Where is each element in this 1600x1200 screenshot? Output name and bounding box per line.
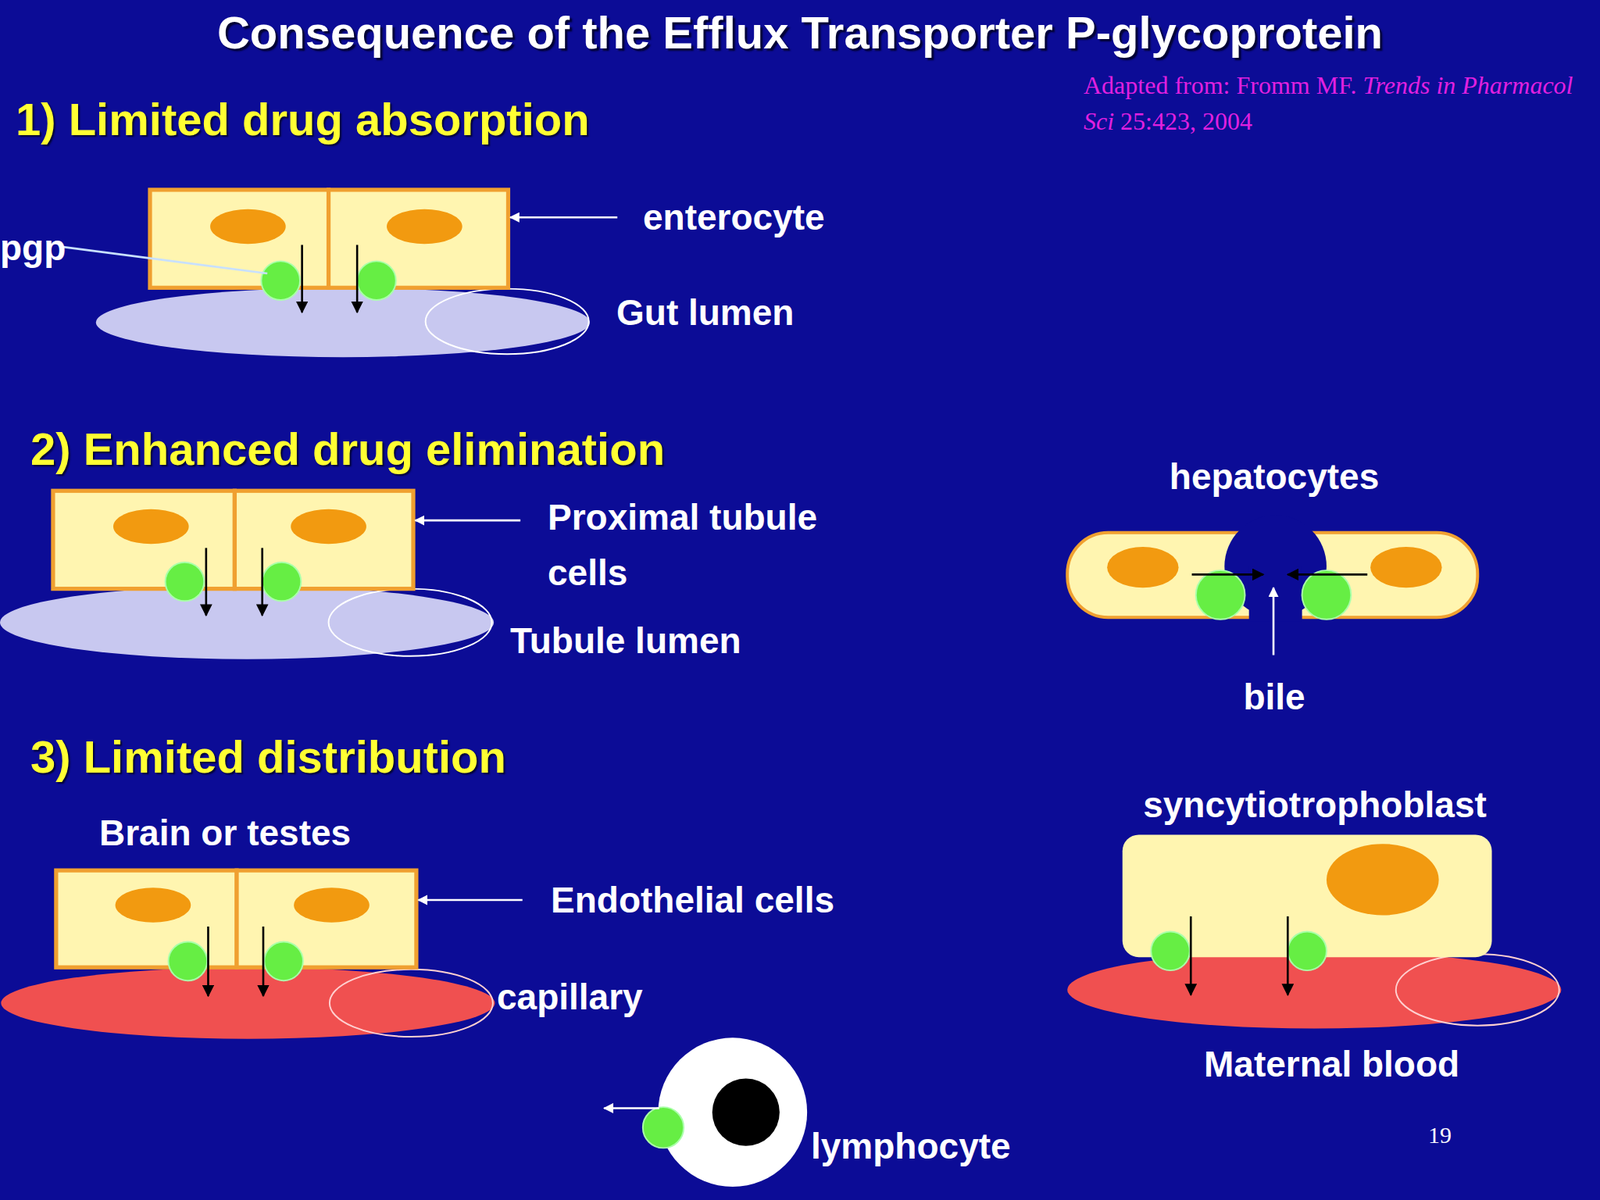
efflux-arrow: [207, 926, 210, 997]
capillary-highlight: [329, 969, 493, 1037]
nucleus: [712, 1078, 780, 1147]
pgp-transporter: [262, 562, 302, 602]
enterocyte-illustration: [63, 189, 618, 358]
pgp-transporter: [1196, 570, 1246, 620]
citation-text: Adapted from: Fromm MF.: [1083, 71, 1357, 100]
section-heading: 1) Limited drug absorption: [15, 93, 590, 146]
part-label: lymphocyte: [810, 1125, 1011, 1168]
placenta-illustration: [1067, 834, 1561, 1029]
pgp-transporter: [357, 260, 397, 300]
nucleus: [386, 209, 463, 244]
efflux-arrow: [205, 547, 208, 615]
pgp-transporter: [642, 1107, 684, 1148]
leader-arrow: [510, 216, 618, 219]
page-number: 19: [1428, 1121, 1452, 1149]
efflux-arrow: [300, 244, 304, 312]
part-label: syncytiotrophoblast: [1080, 783, 1550, 826]
cell-shape: [53, 490, 235, 589]
diagram-title: Consequence of the Efflux Transporter P-…: [0, 7, 1600, 59]
efflux-arrow: [1189, 916, 1193, 996]
section-heading: 3) Limited distribution: [30, 731, 507, 783]
pgp-transporter: [168, 942, 208, 982]
nucleus: [210, 209, 286, 244]
part-label: enterocyte: [642, 196, 825, 239]
nucleus: [1326, 843, 1440, 915]
efflux-arrow: [260, 547, 264, 615]
blood-highlight: [1396, 953, 1560, 1025]
section-heading: 2) Enhanced drug elimination: [30, 423, 665, 475]
leader-line: [63, 246, 268, 274]
pgp-transporter: [260, 260, 300, 300]
part-label: Endothelial cells: [550, 878, 835, 922]
leader-arrow: [415, 519, 522, 522]
part-label: pgp: [0, 226, 66, 269]
citation-text: 25:423, 2004: [1120, 107, 1253, 136]
lumen-highlight: [328, 589, 493, 657]
efflux-arrow: [262, 926, 265, 997]
nucleus: [293, 887, 370, 922]
hepatocyte-illustration: [1067, 515, 1478, 656]
lymphocyte-illustration: [603, 1037, 808, 1187]
leader-arrow: [1272, 587, 1275, 655]
efflux-arrow: [1286, 916, 1290, 996]
efflux-arrow: [1192, 573, 1264, 576]
nucleus: [115, 887, 192, 922]
leader-arrow: [418, 899, 523, 902]
capillary-shape: [0, 967, 495, 1039]
part-label: Tubule lumen: [510, 619, 742, 662]
part-label: Maternal blood: [1203, 1042, 1460, 1086]
nucleus: [290, 509, 367, 544]
part-label: Gut lumen: [616, 291, 794, 334]
cell-shape: [328, 189, 509, 288]
pgp-transporter: [1302, 570, 1352, 620]
part-label: Proximal tubule cells: [547, 489, 829, 601]
part-label: Brain or testes: [99, 811, 351, 854]
pgp-transporter: [264, 942, 304, 982]
endothelial-illustration: [0, 870, 522, 1040]
citation: Adapted from: Fromm MF.Trends in Pharmac…: [1083, 67, 1584, 140]
nucleus: [1107, 546, 1179, 588]
part-label: capillary: [496, 975, 643, 1018]
nucleus: [113, 509, 190, 544]
pgp-transporter: [1150, 931, 1190, 971]
efflux-arrow: [1287, 573, 1368, 576]
tubule-lumen-shape: [0, 585, 494, 660]
cell-shape: [56, 870, 237, 968]
pgp-transporter: [1287, 931, 1327, 971]
lumen-highlight: [425, 289, 590, 355]
part-label: bile: [1117, 675, 1431, 718]
gut-lumen-shape: [96, 287, 590, 358]
efflux-arrow: [356, 244, 359, 312]
tubule-illustration: [0, 490, 521, 660]
efflux-arrow: [603, 1107, 660, 1110]
pgp-transporter: [165, 562, 205, 602]
part-label: hepatocytes: [1117, 455, 1431, 498]
nucleus: [1370, 546, 1442, 588]
lymphocyte-shape: [657, 1037, 808, 1187]
